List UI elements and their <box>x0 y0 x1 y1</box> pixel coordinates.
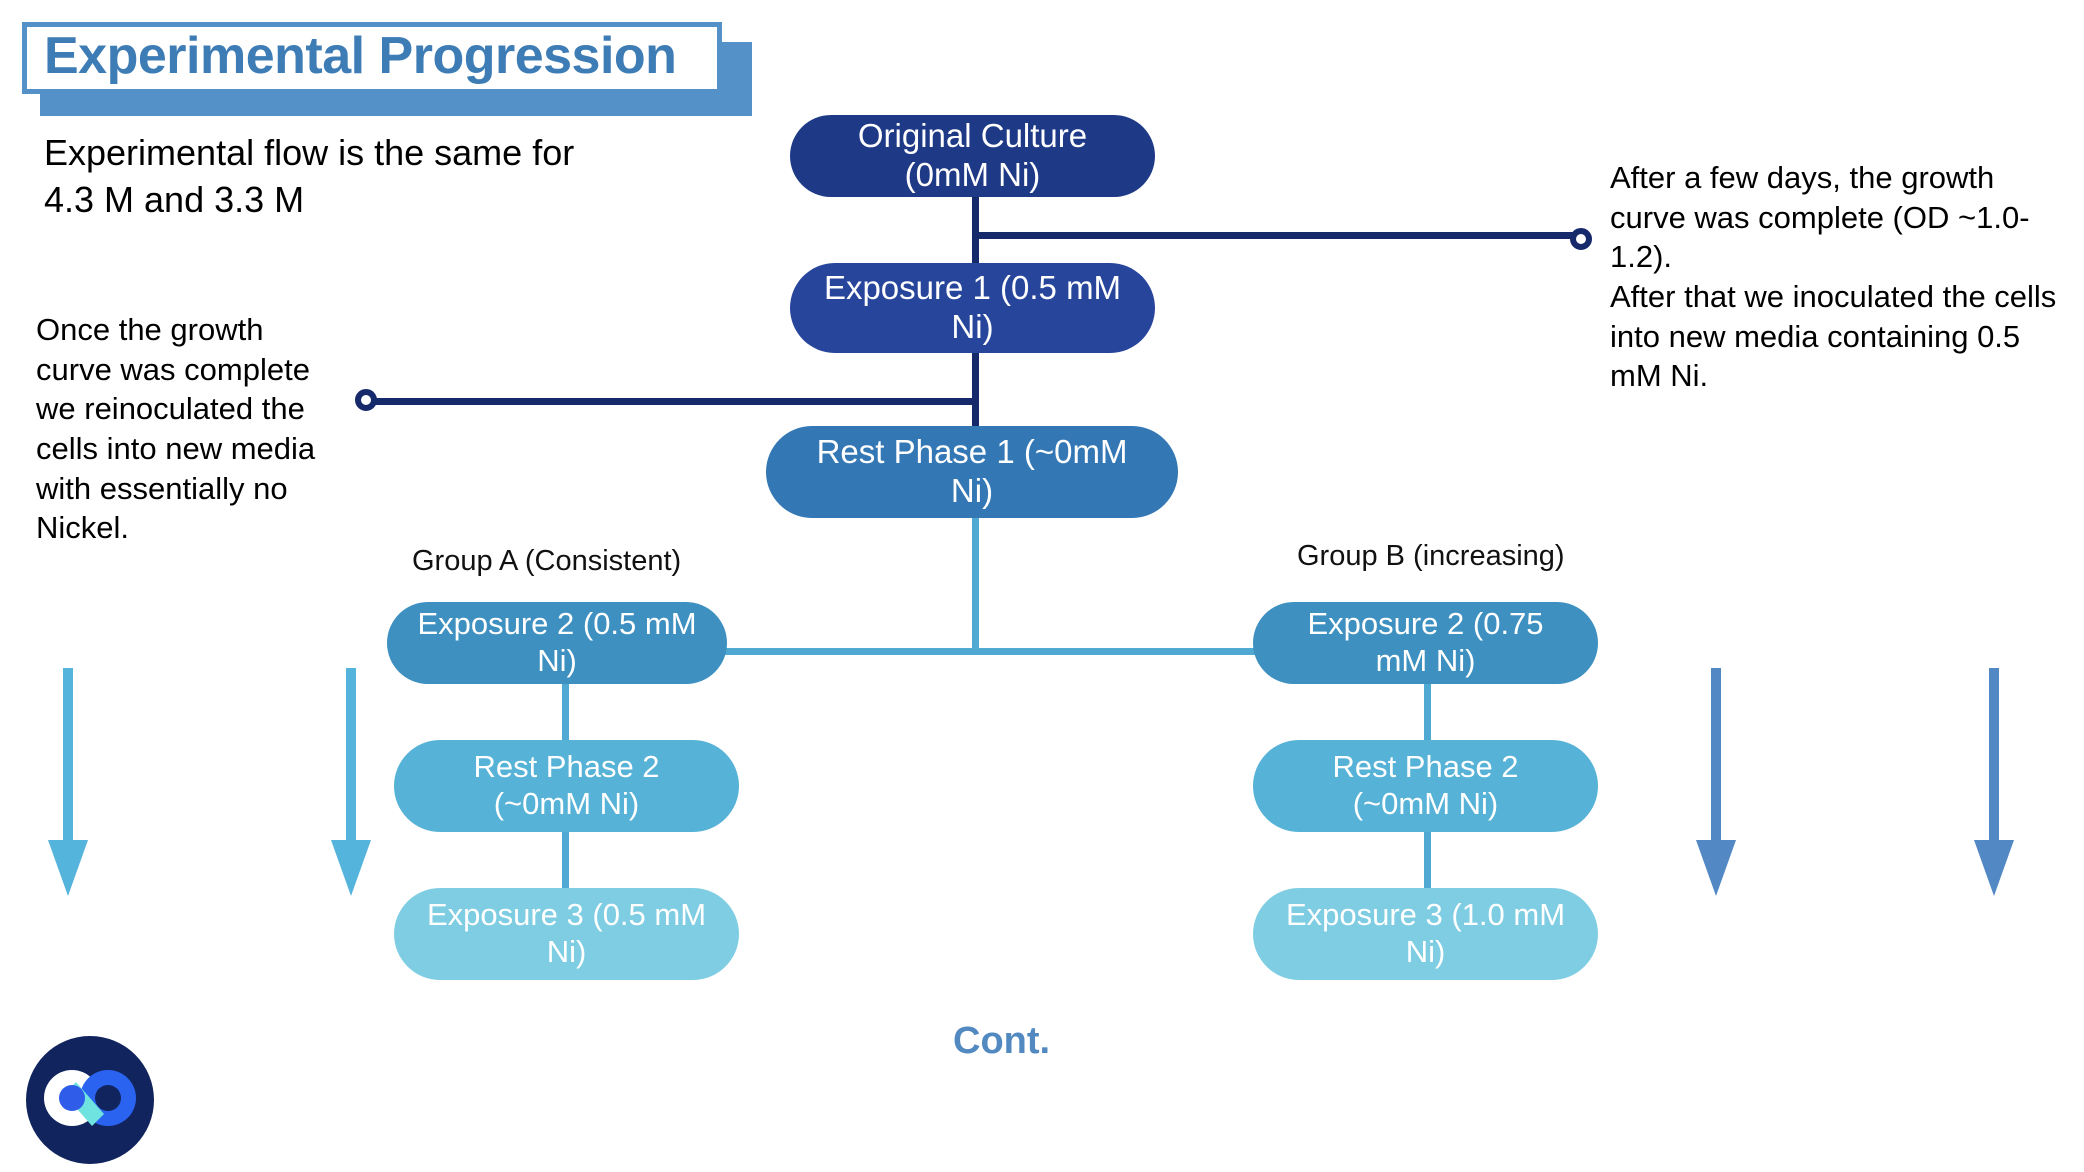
flow-node-b-rest-phase-2[interactable]: Rest Phase 2 (~0mM Ni) <box>1253 740 1598 832</box>
page-title: Experimental Progression <box>44 27 677 85</box>
connector-b-exp2-to-rest2 <box>1424 680 1431 752</box>
flow-node-exposure-1[interactable]: Exposure 1 (0.5 mM Ni) <box>790 263 1155 353</box>
flow-node-a-rest-phase-2[interactable]: Rest Phase 2 (~0mM Ni) <box>394 740 739 832</box>
connector-original-to-exposure1 <box>972 195 979 265</box>
decorative-arrow-right-1 <box>1696 668 1736 896</box>
connector-right-callout-line <box>972 232 1580 239</box>
group-a-label: Group A (Consistent) <box>412 545 682 577</box>
flow-node-b-exposure-2[interactable]: Exposure 2 (0.75 mM Ni) <box>1253 602 1598 684</box>
connector-left-callout-line <box>368 398 976 405</box>
group-b-label: Group B (increasing) <box>1297 540 1565 572</box>
decorative-arrow-left-2 <box>331 668 371 896</box>
flow-node-rest-phase-1[interactable]: Rest Phase 1 (~0mM Ni) <box>766 426 1178 518</box>
flow-node-b-exposure-3[interactable]: Exposure 3 (1.0 mM Ni) <box>1253 888 1598 980</box>
decorative-arrow-left-1 <box>48 668 88 896</box>
decorative-arrow-right-2 <box>1974 668 2014 896</box>
left-callout-endpoint <box>355 389 377 411</box>
left-annotation: Once the growth curve was complete we re… <box>36 312 316 546</box>
connector-rest1-to-branch <box>972 515 979 655</box>
title-box <box>22 22 722 94</box>
flow-node-a-exposure-3[interactable]: Exposure 3 (0.5 mM Ni) <box>394 888 739 980</box>
right-callout-endpoint <box>1570 228 1592 250</box>
flow-node-original-culture[interactable]: Original Culture (0mM Ni) <box>790 115 1155 197</box>
connector-b-rest2-to-exp3 <box>1424 830 1431 902</box>
right-annotation: After a few days, the growth curve was c… <box>1610 160 2057 394</box>
continued-label: Cont. <box>953 1020 1051 1062</box>
connector-a-exp2-to-rest2 <box>562 680 569 752</box>
flow-node-a-exposure-2[interactable]: Exposure 2 (0.5 mM Ni) <box>387 602 727 684</box>
intro-note: Experimental flow is the same for 4.3 M … <box>44 132 575 220</box>
connector-a-rest2-to-exp3 <box>562 830 569 902</box>
connector-branch-bus <box>700 648 1260 655</box>
connector-exposure1-to-rest1 <box>972 350 979 428</box>
infinity-loop-logo <box>26 1036 154 1164</box>
